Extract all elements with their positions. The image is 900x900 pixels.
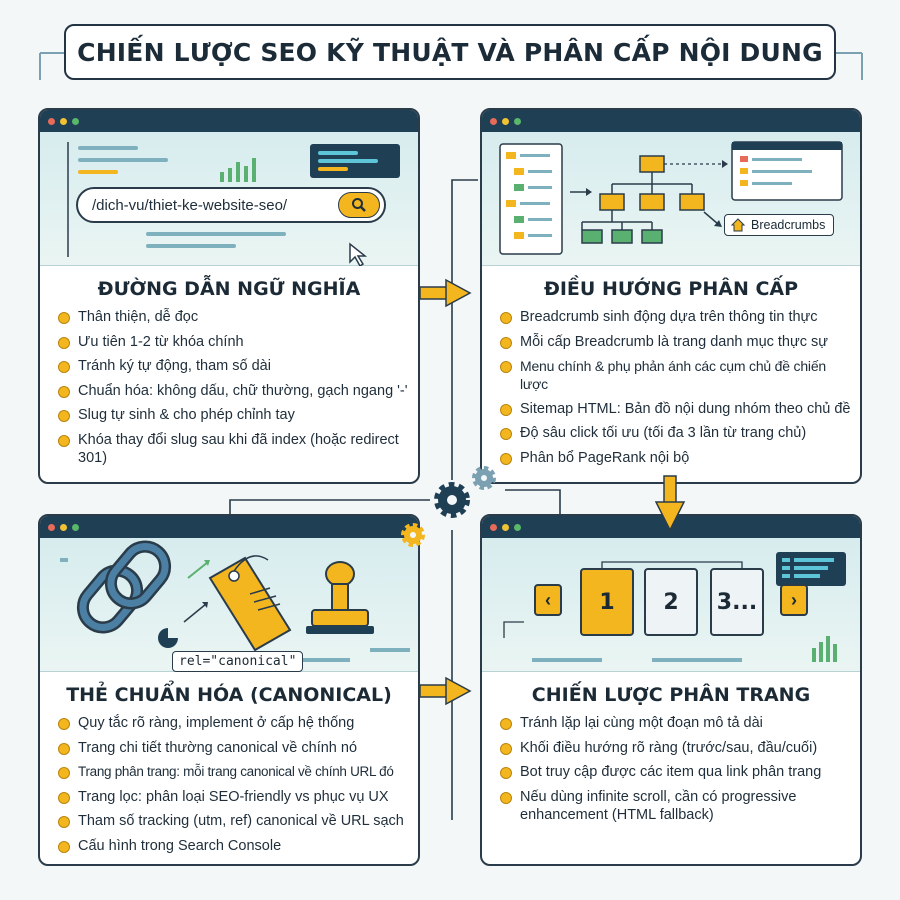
list-item: Cấu hình trong Search Console — [58, 837, 412, 855]
code-window-icon — [310, 144, 400, 178]
panel-title: ĐIỀU HƯỚNG PHÂN CẤP — [543, 278, 799, 300]
bullet-list: Quy tắc rõ ràng, implement ở cấp hệ thốn… — [40, 714, 418, 855]
bullet-list: Breadcrumb sinh động dựa trên thông tin … — [482, 308, 860, 467]
breadcrumbs-text: Breadcrumbs — [751, 218, 826, 232]
page-3-button[interactable]: 3... — [710, 568, 764, 636]
next-page-button[interactable]: › — [780, 584, 808, 616]
bullet-list: Thân thiện, dễ đọc Ưu tiên 1-2 từ khóa c… — [40, 308, 418, 467]
page-number: 2 — [663, 589, 679, 615]
close-dot — [48, 523, 55, 531]
minimize-dot — [60, 523, 67, 531]
list-item: Trang phân trang: mỗi trang canonical về… — [58, 763, 412, 781]
list-item: Khối điều hướng rõ ràng (trước/sau, đầu/… — [500, 739, 854, 757]
panel-pagination: ‹ 1 2 3... › CHIẾN LƯỢC PHÂN TRANG Tránh… — [480, 514, 862, 866]
minimize-dot — [502, 523, 509, 531]
close-dot — [490, 117, 497, 125]
stamp-icon — [306, 561, 374, 634]
close-dot — [490, 523, 497, 531]
list-item: Breadcrumb sinh động dựa trên thông tin … — [500, 308, 854, 326]
maximize-dot — [514, 117, 521, 125]
list-item: Quy tắc rõ ràng, implement ở cấp hệ thốn… — [58, 714, 412, 732]
chevron-right-icon: › — [791, 589, 797, 610]
list-item: Menu chính & phụ phản ánh các cụm chủ đề… — [500, 357, 854, 393]
panel-hierarchical-nav: Breadcrumbs ĐIỀU HƯỚNG PHÂN CẤP Breadcru… — [480, 108, 862, 484]
bar-chart-icon — [220, 158, 256, 182]
list-item: Ưu tiên 1-2 từ khóa chính — [58, 333, 412, 351]
panel-title: CHIẾN LƯỢC PHÂN TRANG — [531, 684, 811, 706]
search-icon — [352, 198, 366, 212]
list-item: Tham số tracking (utm, ref) canonical về… — [58, 812, 412, 830]
list-item: Trang lọc: phân loại SEO-friendly vs phụ… — [58, 788, 412, 806]
hierarchy-illustration: Breadcrumbs — [482, 132, 860, 266]
close-dot — [48, 117, 55, 125]
prev-page-button[interactable]: ‹ — [534, 584, 562, 616]
cursor-icon — [349, 242, 368, 266]
canonical-illustration: rel="canonical" — [40, 538, 418, 672]
canonical-icons — [60, 540, 410, 662]
pagination-illustration: ‹ 1 2 3... › — [482, 538, 860, 672]
maximize-dot — [72, 523, 79, 531]
url-text: /dich-vu/thiet-ke-website-seo/ — [92, 196, 288, 214]
list-item: Tránh ký tự động, tham số dài — [58, 357, 412, 375]
list-item: Phân bổ PageRank nội bộ — [500, 449, 854, 467]
url-input[interactable]: /dich-vu/thiet-ke-website-seo/ — [76, 187, 386, 223]
list-item: Bot truy cập được các item qua link phân… — [500, 763, 854, 781]
semantic-url-illustration: /dich-vu/thiet-ke-website-seo/ — [40, 132, 418, 266]
list-item: Sitemap HTML: Bản đồ nội dung nhóm theo … — [500, 400, 854, 418]
chain-link-icon — [76, 540, 172, 634]
panel-title: ĐƯỜNG DẪN NGỮ NGHĨA — [97, 278, 361, 300]
tag-icon — [208, 555, 292, 652]
page-title-box: CHIẾN LƯỢC SEO KỸ THUẬT VÀ PHÂN CẤP NỘI … — [64, 24, 836, 80]
page-number: 1 — [599, 589, 615, 615]
home-icon — [731, 218, 745, 232]
panel-canonical: rel="canonical" THẺ CHUẨN HÓA (CANONICAL… — [38, 514, 420, 866]
minimize-dot — [60, 117, 67, 125]
maximize-dot — [72, 117, 79, 125]
page-2-button[interactable]: 2 — [644, 568, 698, 636]
canonical-tag-label: rel="canonical" — [172, 651, 304, 672]
list-item: Thân thiện, dễ đọc — [58, 308, 412, 326]
list-item: Trang chi tiết thường canonical về chính… — [58, 739, 412, 757]
window-chrome — [40, 110, 418, 132]
page-title: CHIẾN LƯỢC SEO KỸ THUẬT VÀ PHÂN CẤP NỘI … — [77, 37, 823, 67]
hierarchy-diagram-icon — [499, 141, 843, 255]
search-button[interactable] — [338, 192, 380, 218]
minimize-dot — [502, 117, 509, 125]
window-chrome — [40, 516, 418, 538]
chevron-left-icon: ‹ — [545, 589, 551, 610]
list-item: Độ sâu click tối ưu (tối đa 3 lần từ tra… — [500, 424, 854, 442]
bullet-list: Tránh lặp lại cùng một đoạn mô tả dài Kh… — [482, 714, 860, 824]
breadcrumbs-label: Breadcrumbs — [724, 214, 835, 236]
page-number: 3... — [716, 589, 758, 615]
list-item: Nếu dùng infinite scroll, cần có progres… — [500, 788, 854, 824]
list-item: Tránh lặp lại cùng một đoạn mô tả dài — [500, 714, 854, 732]
window-chrome — [482, 110, 860, 132]
list-item: Slug tự sinh & cho phép chỉnh tay — [58, 406, 412, 424]
code-lines-icon — [67, 142, 400, 266]
panel-title: THẺ CHUẨN HÓA (CANONICAL) — [66, 684, 392, 706]
list-item: Khóa thay đổi slug sau khi đã index (hoặ… — [58, 431, 412, 467]
maximize-dot — [514, 523, 521, 531]
list-item: Mỗi cấp Breadcrumb là trang danh mục thự… — [500, 333, 854, 351]
window-chrome — [482, 516, 860, 538]
panel-semantic-url: /dich-vu/thiet-ke-website-seo/ ĐƯỜNG DẪN… — [38, 108, 420, 484]
page-1-button[interactable]: 1 — [580, 568, 634, 636]
list-item: Chuẩn hóa: không dấu, chữ thường, gạch n… — [58, 382, 412, 400]
